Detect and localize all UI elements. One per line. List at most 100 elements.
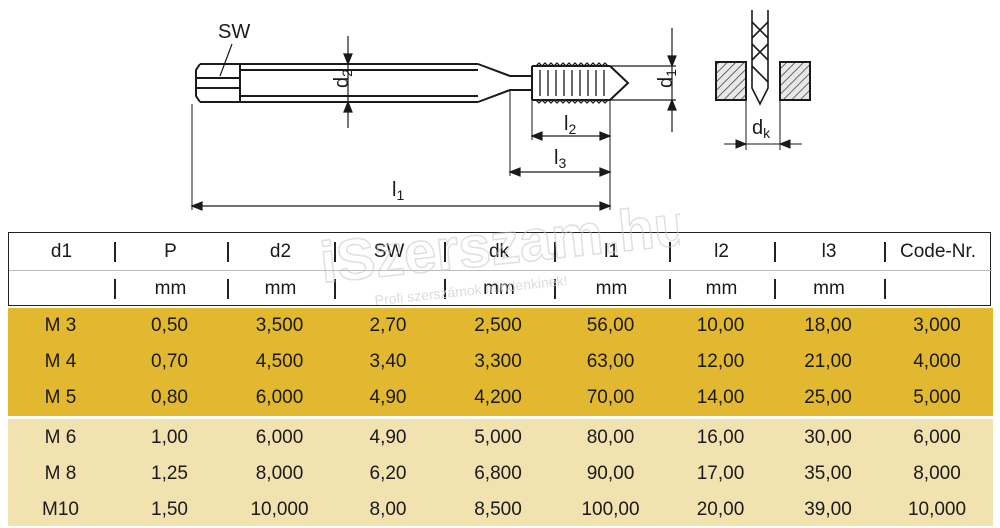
table-cell-l2: 10,00 [696,315,745,336]
table-cell-dk: 6,800 [474,463,522,484]
table-cell-sw: 4,90 [369,427,407,448]
column-separator [227,279,229,299]
table-cell-p: 0,70 [151,351,188,372]
l1-label: l1 [392,179,404,203]
table-cell-l1: 80,00 [586,427,635,448]
column-separator [227,242,229,262]
technical-drawing: SW d2 d1 l2 l3 l1 [190,10,811,211]
unit-l1: mm [595,278,628,299]
table-cell-d2: 6,000 [255,387,304,408]
table-cell-l1: 90,00 [586,463,635,484]
unit-code-nr [884,270,992,307]
table-cell-dk: 2,500 [474,315,522,336]
table-cell-sw: 8,00 [369,499,407,520]
thread-teeth [535,62,609,104]
table-cell-code-nr: 6,000 [913,427,961,448]
table-cell-d1: M 6 [44,427,77,448]
l2-dimension [530,131,612,141]
table-cell-l2: 17,00 [696,463,745,484]
table-cell-code-nr: 4,000 [913,351,961,372]
table-cell-p: 0,50 [151,315,188,336]
extension-lines [191,90,611,210]
table-cell-sw: 2,70 [369,315,407,336]
table-cell-d2: 8,000 [255,463,304,484]
unit-sw [334,270,444,307]
column-separator [114,242,116,262]
d2-dimension [343,36,353,128]
unit-dk: mm [483,278,515,299]
column-separator [334,242,336,262]
table-cell-l3: 35,00 [804,463,852,484]
table-cell-d2: 4,500 [255,351,304,372]
table-cell-code-nr: 5,000 [913,387,961,408]
table-cell-code-nr: 10,000 [907,499,967,520]
header-p: P [164,241,177,262]
header-divider [9,270,992,271]
column-separator [669,279,671,299]
l3-dimension [508,167,612,177]
header-row-units: mm mm mm mm mm mm [9,270,992,307]
header-d1: d1 [50,241,73,262]
table-cell-d2: 3,500 [255,315,304,336]
table-cell-l1: 56,00 [586,315,635,336]
table-cell-p: 1,00 [151,427,188,448]
table-cell-l3: 30,00 [804,427,852,448]
column-separator [774,242,776,262]
table-cell-dk: 5,000 [474,427,522,448]
row-group-gap [8,416,993,419]
table-cell-l3: 39,00 [804,499,852,520]
table-cell-l2: 14,00 [696,387,745,408]
dk-label: dk [752,117,771,141]
table-cell-sw: 4,90 [369,387,407,408]
column-separator [884,279,886,299]
column-separator [884,242,886,262]
header-row-labels: d1 P d2 SW dk l1 l2 l3 Code-Nr. [9,233,992,270]
header-l3: l3 [821,241,837,262]
header-code-nr: Code-Nr. [899,241,977,262]
column-separator [554,279,556,299]
l2-label: l2 [564,113,576,137]
table-cell-l3: 25,00 [804,387,852,408]
spec-table: d1 P d2 SW dk l1 l2 l3 Code-Nr. mm mm mm… [8,232,993,526]
column-separator [444,279,446,299]
d1-dimension [610,28,677,132]
table-cell-l1: 100,00 [581,499,640,520]
tap-outline [195,63,630,103]
d1-label: d1 [655,69,679,88]
table-cell-l1: 63,00 [586,351,635,372]
table-cell-l3: 21,00 [804,351,852,372]
l1-dimension [190,201,612,211]
section-detail [715,10,811,150]
l3-label: l3 [554,147,566,171]
table-cell-l1: 70,00 [586,387,635,408]
table-cell-p: 1,50 [151,499,188,520]
table-cell-sw: 3,40 [369,351,407,372]
d2-label: d2 [331,69,355,88]
table-cell-l2: 20,00 [696,499,745,520]
unit-l2: mm [705,278,738,299]
column-separator [554,242,556,262]
table-cell-dk: 3,300 [474,351,522,372]
table-cell-p: 1,25 [151,463,188,484]
table-cell-d2: 10,000 [250,499,309,520]
header-dk: dk [488,241,510,262]
table-header: d1 P d2 SW dk l1 l2 l3 Code-Nr. mm mm mm… [8,232,992,307]
table-cell-l3: 18,00 [804,315,852,336]
column-separator [114,279,116,299]
table-cell-d1: M 3 [44,315,77,336]
column-separator [334,279,336,299]
table-cell-d2: 6,000 [255,427,304,448]
row-group-large [8,419,993,526]
table-cell-d1: M 5 [44,387,77,408]
table-cell-dk: 8,500 [474,499,522,520]
row-group-small [8,308,993,416]
unit-d1 [9,270,114,307]
header-l1: l1 [604,241,619,262]
unit-l3: mm [813,278,845,299]
table-cell-dk: 4,200 [474,387,522,408]
